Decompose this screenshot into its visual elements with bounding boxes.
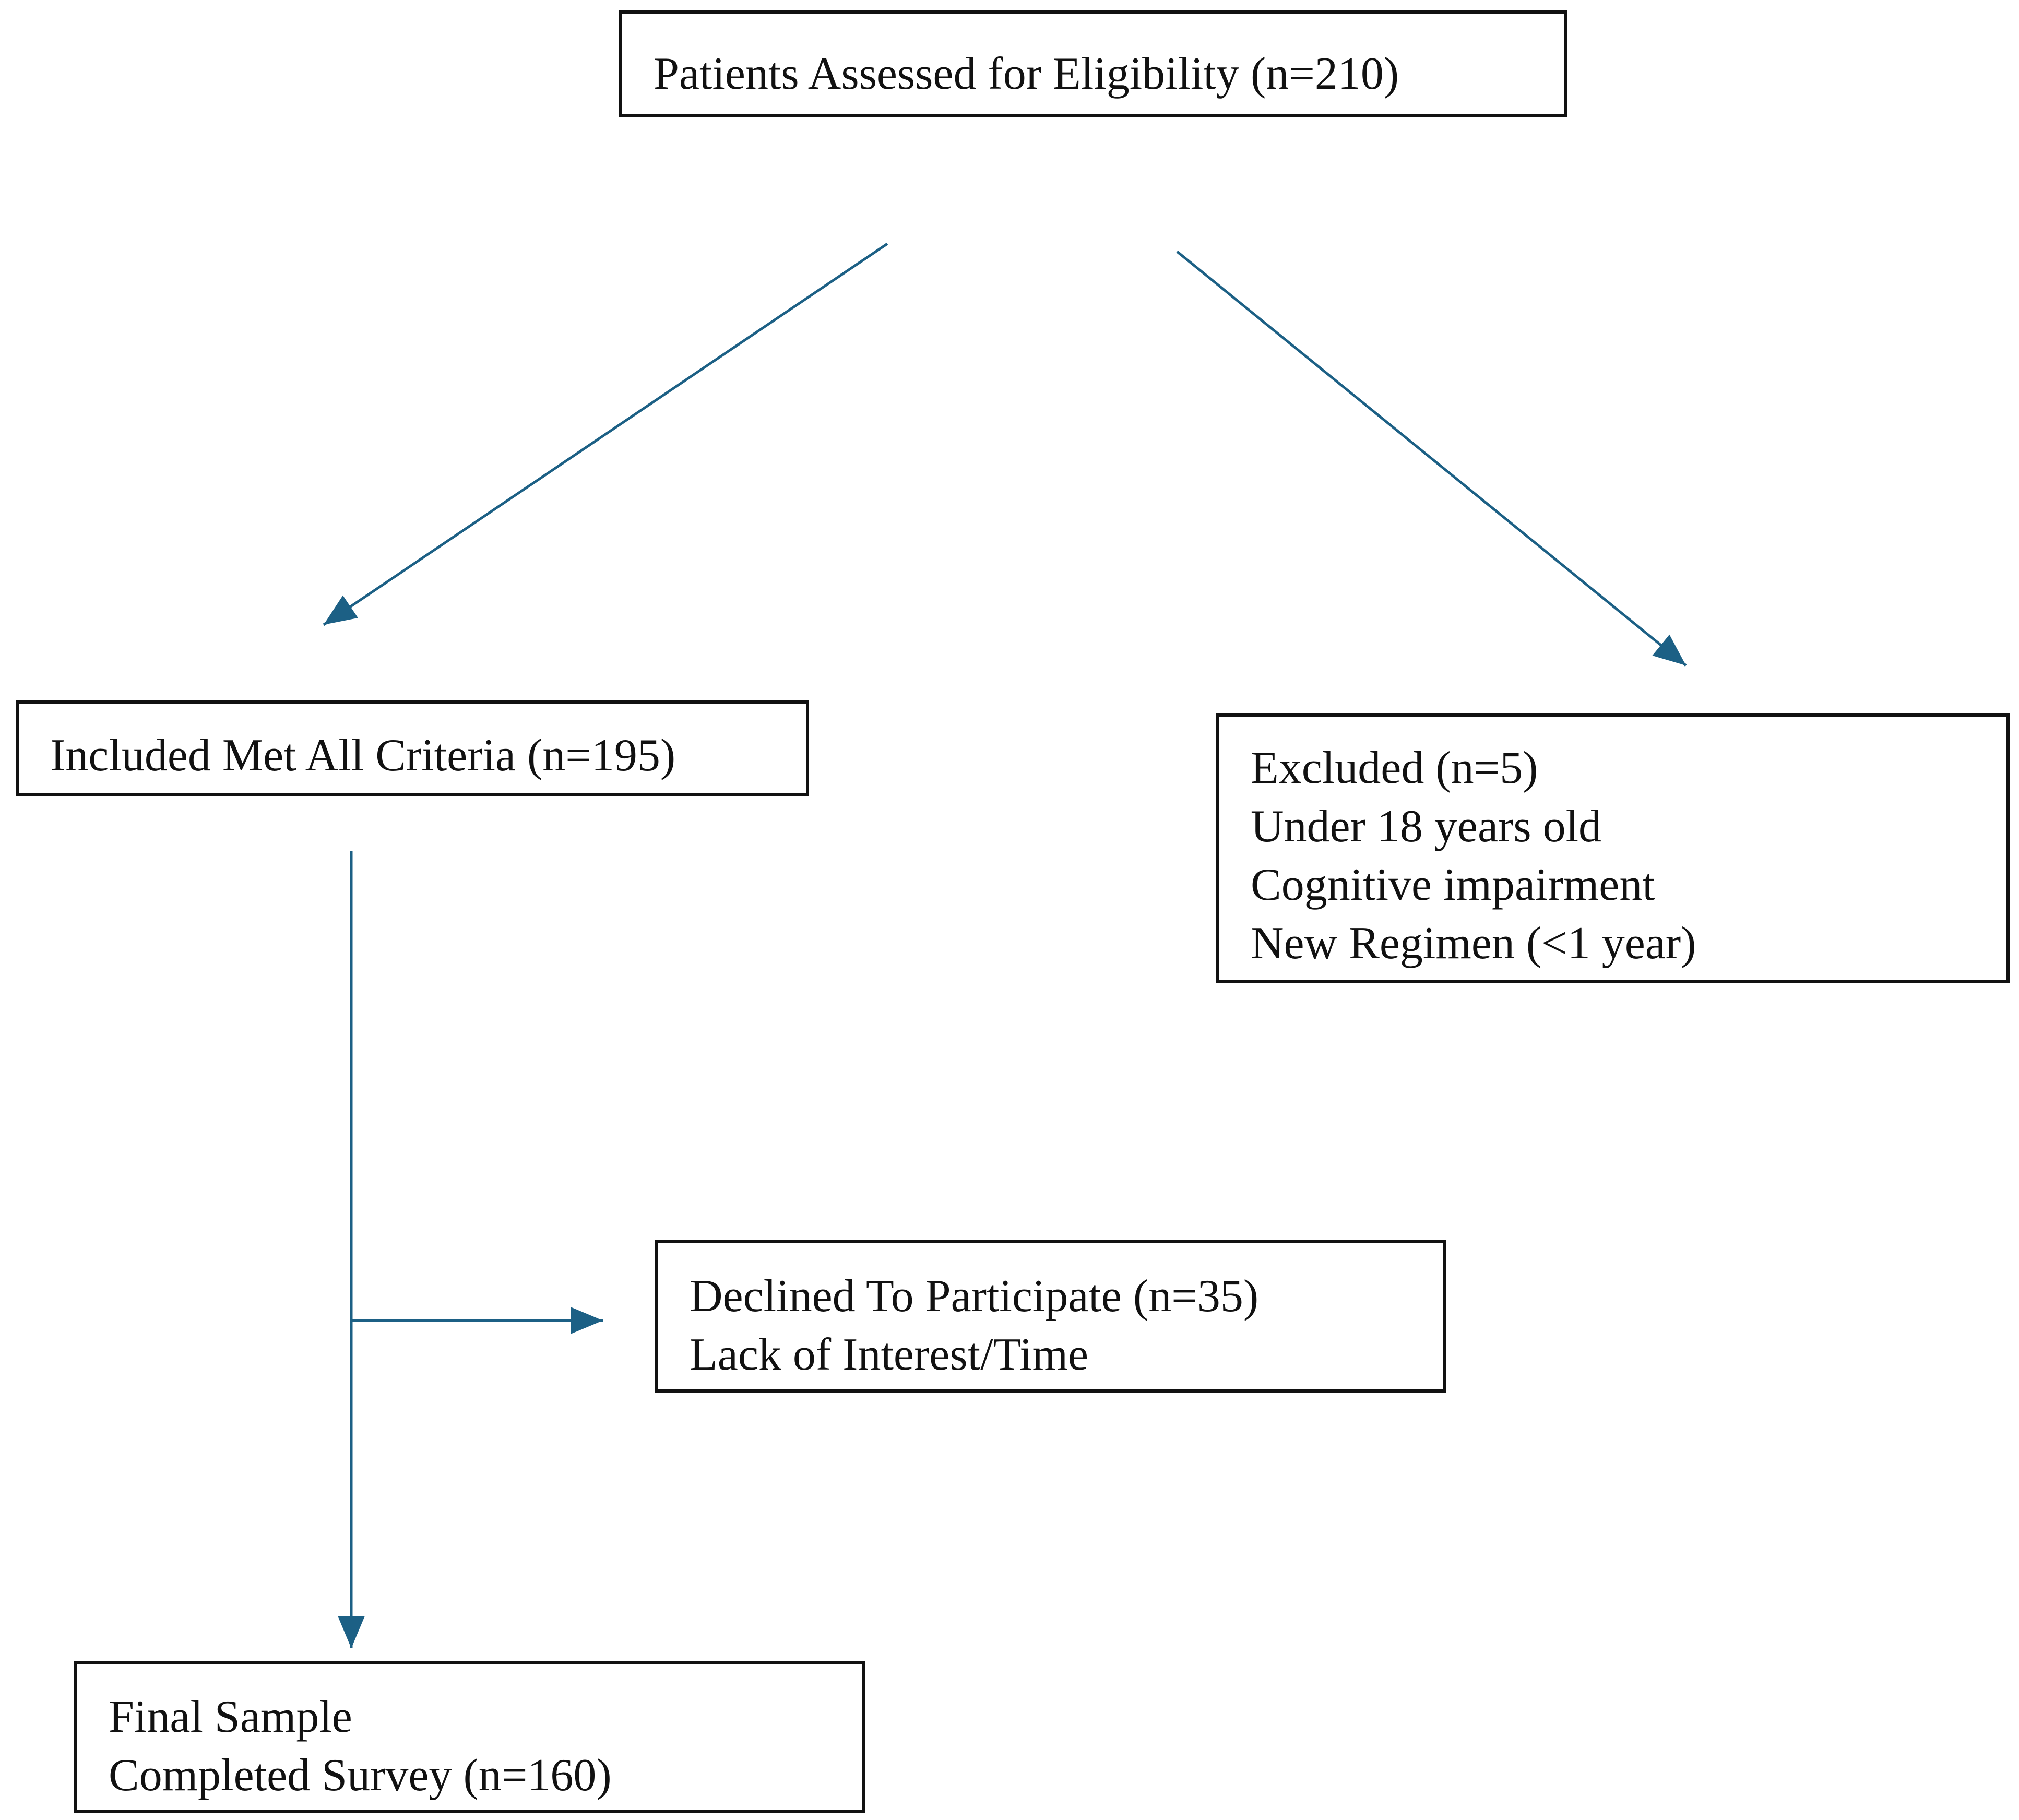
node-declined: Declined To Participate (n=35) Lack of I… bbox=[655, 1240, 1446, 1393]
node-line: Under 18 years old bbox=[1251, 801, 1602, 852]
edge-included-to-final-head bbox=[338, 1616, 365, 1648]
node-line: Included Met All Criteria (n=195) bbox=[50, 730, 676, 781]
node-line: Lack of Interest/Time bbox=[690, 1329, 1089, 1380]
node-included: Included Met All Criteria (n=195) bbox=[16, 700, 809, 796]
edge-assessed-to-included-line bbox=[323, 242, 888, 626]
node-patients-assessed: Patients Assessed for Eligibility (n=210… bbox=[619, 10, 1567, 117]
node-line: Excluded (n=5) bbox=[1251, 743, 1538, 793]
edge-included-to-declined-head bbox=[571, 1307, 603, 1334]
node-line: Declined To Participate (n=35) bbox=[690, 1271, 1259, 1322]
edge-assessed-to-excluded-head bbox=[1652, 634, 1686, 665]
edge-assessed-to-excluded-line bbox=[1176, 251, 1687, 667]
edge-assessed-to-included bbox=[323, 242, 888, 626]
node-final-sample: Final Sample Completed Survey (n=160) bbox=[74, 1661, 865, 1813]
edge-included-to-declined bbox=[351, 1307, 603, 1334]
node-line: Cognitive impairment bbox=[1251, 860, 1655, 910]
edge-assessed-to-excluded bbox=[1176, 251, 1687, 667]
edge-assessed-to-included-head bbox=[324, 595, 358, 625]
node-line: Patients Assessed for Eligibility (n=210… bbox=[654, 49, 1399, 99]
node-line: Completed Survey (n=160) bbox=[109, 1750, 612, 1801]
node-line: Final Sample bbox=[109, 1692, 352, 1742]
node-line: New Regimen (<1 year) bbox=[1251, 918, 1696, 969]
edge-included-to-final bbox=[338, 1321, 365, 1648]
node-excluded: Excluded (n=5) Under 18 years old Cognit… bbox=[1216, 713, 2010, 983]
